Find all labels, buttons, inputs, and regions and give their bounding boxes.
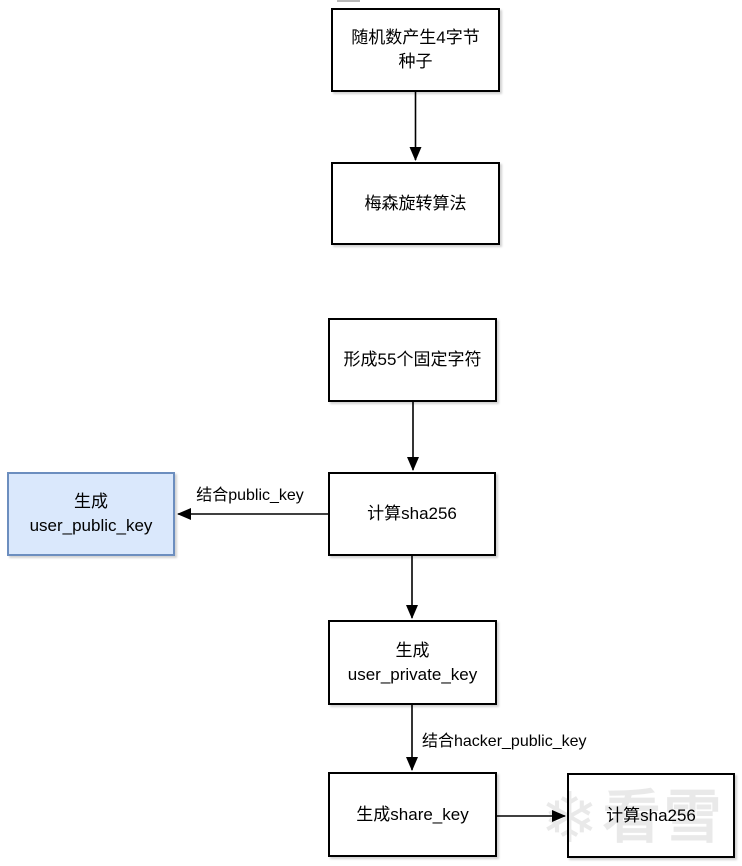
node-fixed-55-chars: 形成55个固定字符 xyxy=(328,318,497,402)
cropped-edge-artifact xyxy=(337,0,360,2)
node-user-private-key: 生成 user_private_key xyxy=(328,620,497,705)
node-compute-sha256: 计算sha256 xyxy=(328,472,496,556)
edge-label-combine-public-key: 结合public_key xyxy=(196,487,304,504)
node-compute-sha256-share: 计算sha256 xyxy=(567,773,735,858)
edge-label-combine-hacker-public-key: 结合hacker_public_key xyxy=(422,733,587,750)
node-mersenne-twister: 梅森旋转算法 xyxy=(331,162,500,245)
node-user-public-key: 生成 user_public_key xyxy=(7,472,175,556)
node-random-seed: 随机数产生4字节 种子 xyxy=(331,8,500,92)
node-share-key: 生成share_key xyxy=(328,772,497,857)
